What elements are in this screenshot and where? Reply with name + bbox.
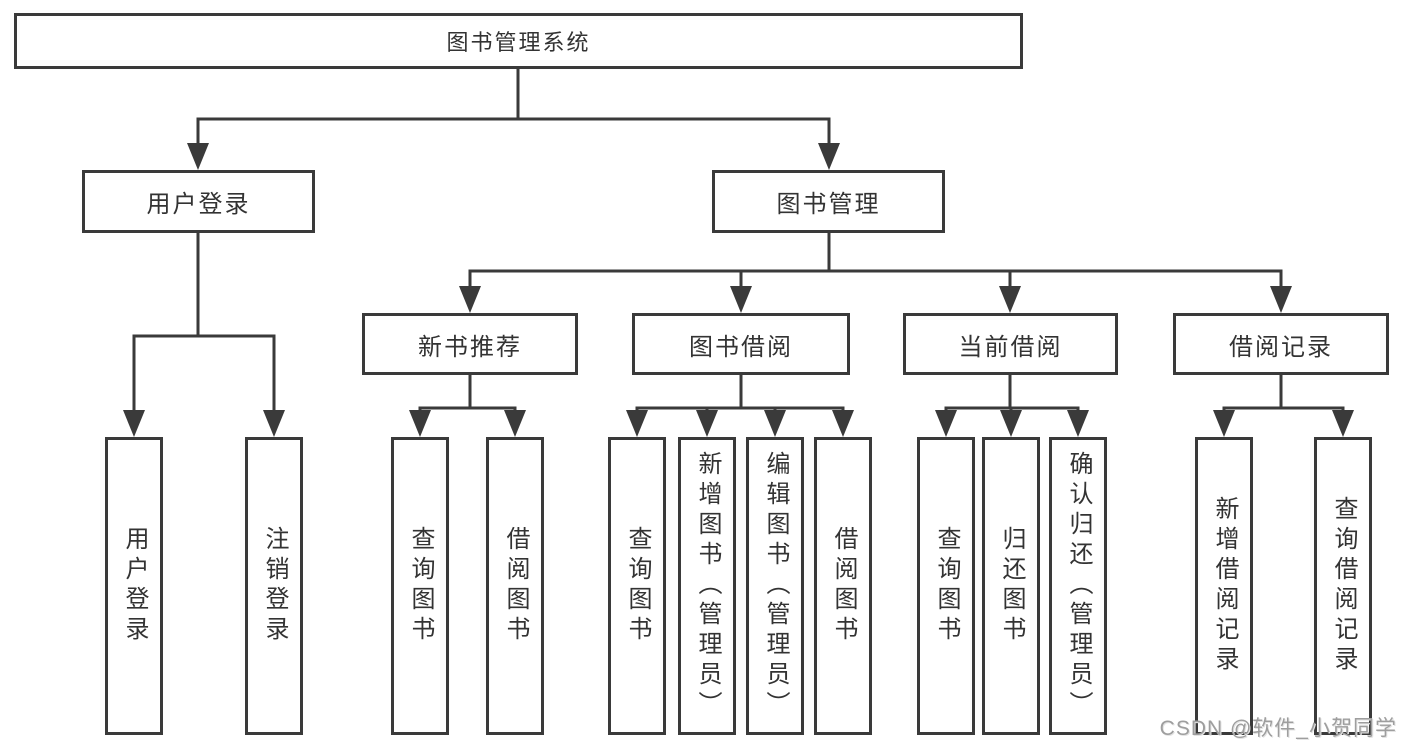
node-label: 图书借阅	[689, 333, 793, 361]
leaf-confirm-return-admin: 确认归还（管理员）	[1049, 437, 1107, 735]
node-label: 图书管理系统	[446, 30, 591, 55]
node-current-borrowing: 当前借阅	[903, 313, 1118, 375]
csdn-watermark: CSDN @软件_小贺同学	[1159, 717, 1397, 740]
node-label: 新书推荐	[418, 333, 522, 361]
node-label: 当前借阅	[958, 333, 1063, 361]
leaf-query-books-current: 查询图书	[917, 437, 975, 735]
leaf-query-books-borrowing: 查询图书	[608, 437, 666, 735]
leaf-add-borrow-record: 新增借阅记录	[1195, 437, 1253, 735]
leaf-query-borrow-record: 查询借阅记录	[1314, 437, 1372, 735]
leaf-query-books-recommend: 查询图书	[391, 437, 449, 735]
leaf-label: 用户登录	[121, 526, 148, 646]
leaf-edit-books-admin: 编辑图书（管理员）	[746, 437, 804, 735]
node-label: 借阅记录	[1229, 333, 1333, 361]
leaf-label: 注销登录	[261, 526, 288, 646]
leaf-label: 编辑图书（管理员）	[762, 451, 789, 721]
leaf-borrow-books-recommend: 借阅图书	[486, 437, 544, 735]
leaf-label: 查询借阅记录	[1330, 496, 1357, 676]
leaf-borrow-books: 借阅图书	[814, 437, 872, 735]
leaf-label: 查询图书	[933, 526, 960, 646]
node-library-management-system: 图书管理系统	[14, 13, 1023, 69]
leaf-label: 借阅图书	[502, 526, 529, 646]
node-book-borrowing: 图书借阅	[632, 313, 850, 375]
leaf-add-books-admin: 新增图书（管理员）	[678, 437, 736, 735]
leaf-label: 新增借阅记录	[1211, 496, 1238, 676]
node-label: 图书管理	[776, 191, 881, 218]
node-user-login: 用户登录	[82, 170, 315, 233]
node-book-management: 图书管理	[712, 170, 945, 233]
leaf-label: 借阅图书	[830, 526, 857, 646]
node-label: 用户登录	[146, 191, 251, 218]
node-borrowing-records: 借阅记录	[1173, 313, 1389, 375]
arrow-down-icon	[123, 143, 1354, 437]
leaf-label: 确认归还（管理员）	[1065, 451, 1092, 721]
leaf-label: 查询图书	[407, 526, 434, 646]
leaf-label: 查询图书	[624, 526, 651, 646]
leaf-return-books: 归还图书	[982, 437, 1040, 735]
leaf-label: 新增图书（管理员）	[694, 451, 721, 721]
node-new-book-recommendation: 新书推荐	[362, 313, 578, 375]
leaf-label: 归还图书	[998, 526, 1025, 646]
leaf-logout: 注销登录	[245, 437, 303, 735]
leaf-user-login: 用户登录	[105, 437, 163, 735]
